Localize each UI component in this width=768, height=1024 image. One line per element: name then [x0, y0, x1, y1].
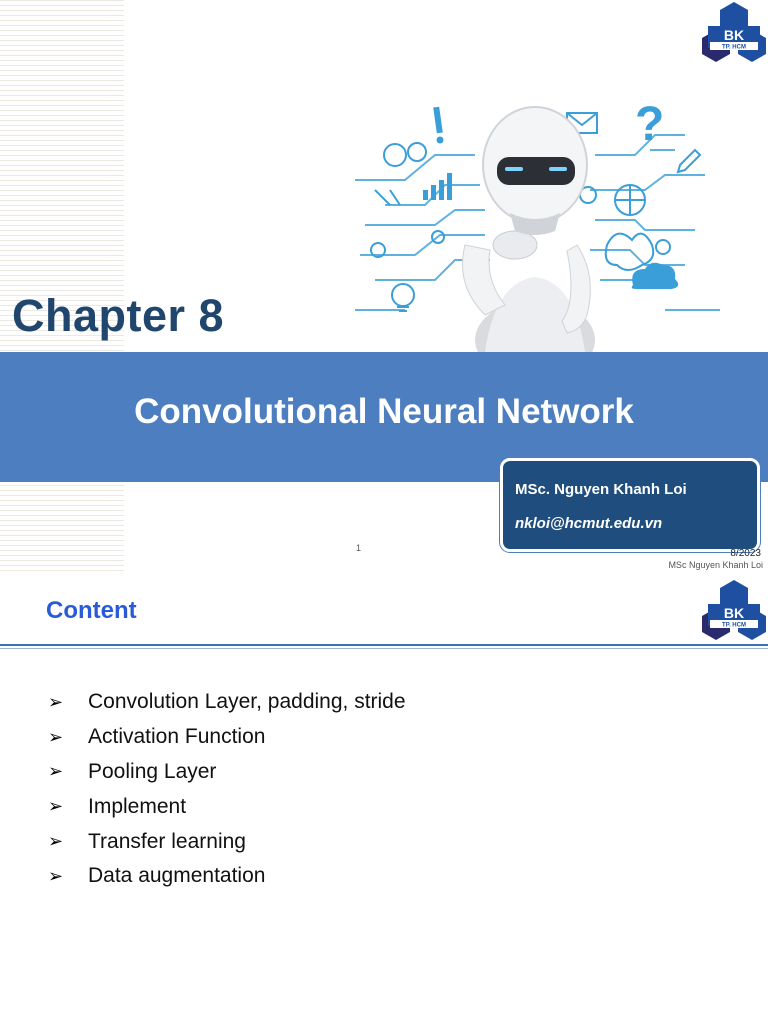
bullet-arrow-icon: ➢ [48, 761, 64, 782]
bk-logo: BK TP. HCM [700, 580, 768, 646]
footer-author: MSc Nguyen Khanh Loi [668, 560, 763, 570]
content-title: Content [46, 597, 137, 624]
title-slide: BK TP. HCM [0, 0, 768, 575]
list-item: ➢ Data augmentation [48, 859, 406, 894]
list-item: ➢ Pooling Layer [48, 755, 406, 790]
logo-text: BK [724, 27, 744, 43]
slide-date: 8/2023 [730, 548, 761, 559]
content-slide: Content BK TP. HCM ➢ Convolution Layer, p… [0, 580, 768, 1024]
slide-title: Convolutional Neural Network [134, 392, 634, 431]
logo-subtext: TP. HCM [722, 45, 746, 51]
header-rule [0, 644, 768, 646]
content-list: ➢ Convolution Layer, padding, stride ➢ Act… [48, 685, 406, 894]
page-number: 1 [356, 543, 362, 553]
bullet-arrow-icon: ➢ [48, 865, 64, 886]
bullet-arrow-icon: ➢ [48, 796, 64, 817]
author-email[interactable]: nkloi@hcmut.edu.vn [515, 515, 663, 532]
list-item-text: Data augmentation [88, 864, 266, 888]
bullet-arrow-icon: ➢ [48, 726, 64, 747]
chapter-heading: Chapter 8 [12, 290, 225, 341]
header-rule-thin [0, 648, 768, 649]
list-item-text: Transfer learning [88, 829, 246, 853]
list-item: ➢ Implement [48, 789, 406, 824]
list-item: ➢ Convolution Layer, padding, stride [48, 685, 406, 720]
list-item-text: Activation Function [88, 725, 266, 749]
list-item: ➢ Transfer learning [48, 824, 406, 859]
logo-subtext: TP. HCM [722, 623, 746, 629]
list-item-text: Convolution Layer, padding, stride [88, 690, 406, 714]
list-item: ➢ Activation Function [48, 720, 406, 755]
svg-text:?: ? [635, 98, 664, 151]
bk-logo: BK TP. HCM [700, 0, 768, 68]
bullet-arrow-icon: ➢ [48, 691, 64, 712]
author-name: MSc. Nguyen Khanh Loi [515, 481, 687, 498]
list-item-text: Implement [88, 794, 187, 818]
bullet-arrow-icon: ➢ [48, 831, 64, 852]
list-item-text: Pooling Layer [88, 759, 217, 783]
decorative-stripes [0, 0, 124, 575]
author-box: MSc. Nguyen Khanh Loi nkloi@hcmut.edu.vn [500, 458, 760, 552]
robot-illustration: ? [345, 95, 725, 380]
logo-text: BK [724, 605, 744, 621]
